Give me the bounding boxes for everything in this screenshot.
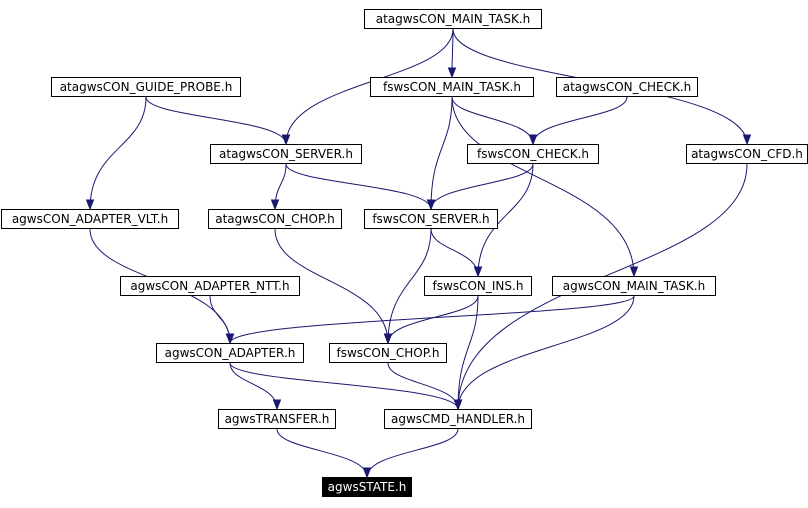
node-atagwscon-main-task[interactable]: atagwsCON_MAIN_TASK.h bbox=[364, 9, 542, 29]
edge-fswscon-server-to-fswscon-chop bbox=[387, 228, 432, 344]
arrowhead-fswscon-main-task-to-agwscon-main-task bbox=[629, 266, 639, 278]
edge-fswscon-main-task-to-fswscon-check bbox=[451, 96, 534, 145]
node-atagwscon-chop[interactable]: atagwsCON_CHOP.h bbox=[208, 209, 342, 229]
node-fswscon-check[interactable]: fswsCON_CHECK.h bbox=[467, 144, 599, 164]
node-agwscon-main-task[interactable]: agwsCON_MAIN_TASK.h bbox=[552, 276, 716, 296]
arrowhead-fswscon-chop-to-agwscmd-handler bbox=[453, 399, 463, 411]
edge-fswscon-ins-to-agwscmd-handler bbox=[457, 295, 479, 410]
node-fswscon-main-task[interactable]: fswsCON_MAIN_TASK.h bbox=[370, 77, 534, 97]
node-fswscon-ins[interactable]: fswsCON_INS.h bbox=[424, 276, 532, 296]
edge-fswscon-server-to-fswscon-ins bbox=[430, 228, 479, 277]
edge-atagwscon-guide-probe-to-atagwscon-server bbox=[145, 96, 287, 145]
edge-fswscon-check-to-fswscon-server bbox=[430, 163, 534, 210]
edge-atagwscon-server-to-fswscon-server bbox=[285, 163, 432, 210]
arrowhead-fswscon-check-to-fswscon-server bbox=[426, 199, 436, 211]
node-fswscon-chop[interactable]: fswsCON_CHOP.h bbox=[329, 343, 447, 363]
arrowhead-fswscon-ins-to-fswscon-chop bbox=[383, 333, 393, 345]
edge-atagwscon-main-task-to-atagwscon-server bbox=[285, 28, 454, 145]
edge-atagwscon-chop-to-fswscon-chop bbox=[274, 228, 389, 344]
edge-atagwscon-guide-probe-to-agwscon-adapter-vlt bbox=[89, 96, 147, 210]
edge-fswscon-chop-to-agwscmd-handler bbox=[387, 362, 459, 410]
arrowhead-atagwscon-main-task-to-fswscon-main-task bbox=[447, 67, 457, 79]
edge-agwscmd-handler-to-agwsstate bbox=[366, 428, 459, 478]
node-atagwscon-cfd[interactable]: atagwsCON_CFD.h bbox=[686, 144, 808, 164]
node-fswscon-server[interactable]: fswsCON_SERVER.h bbox=[364, 209, 498, 229]
edge-agwscon-adapter-to-agwscmd-handler bbox=[229, 362, 459, 410]
arrowhead-atagwscon-check-to-fswscon-check bbox=[528, 134, 538, 146]
node-agwscmd-handler[interactable]: agwsCMD_HANDLER.h bbox=[384, 409, 532, 429]
arrowhead-fswscon-server-to-fswscon-ins bbox=[473, 266, 483, 278]
node-agwstransfer[interactable]: agwsTRANSFER.h bbox=[218, 409, 336, 429]
arrowhead-agwscon-adapter-to-agwstransfer bbox=[272, 399, 282, 411]
edge-agwscon-main-task-to-agwscmd-handler bbox=[457, 295, 635, 410]
node-agwscon-adapter[interactable]: agwsCON_ADAPTER.h bbox=[156, 343, 304, 363]
arrowhead-atagwscon-guide-probe-to-agwscon-adapter-vlt bbox=[85, 199, 95, 211]
arrowhead-atagwscon-server-to-atagwscon-chop bbox=[270, 199, 280, 211]
edge-agwstransfer-to-agwsstate bbox=[276, 428, 368, 478]
edge-agwscon-main-task-to-agwscon-adapter bbox=[229, 295, 635, 344]
arrowhead-agwscmd-handler-to-agwsstate bbox=[362, 467, 372, 479]
edge-fswscon-check-to-fswscon-ins bbox=[477, 163, 534, 277]
node-atagwscon-check[interactable]: atagwsCON_CHECK.h bbox=[556, 77, 698, 97]
node-agwscon-adapter-vlt[interactable]: agwsCON_ADAPTER_VLT.h bbox=[1, 209, 179, 229]
node-atagwscon-guide-probe[interactable]: atagwsCON_GUIDE_PROBE.h bbox=[51, 77, 241, 97]
node-agwscon-adapter-ntt[interactable]: agwsCON_ADAPTER_NTT.h bbox=[120, 276, 300, 296]
arrowhead-atagwscon-main-task-to-atagwscon-cfd bbox=[742, 134, 752, 146]
arrowhead-agwscon-main-task-to-agwscon-adapter bbox=[225, 333, 235, 345]
edge-fswscon-main-task-to-agwscon-main-task bbox=[451, 96, 635, 277]
node-agwsstate-root: agwsSTATE.h bbox=[322, 477, 412, 497]
edge-fswscon-main-task-to-fswscon-server bbox=[430, 96, 453, 210]
arrowhead-atagwscon-guide-probe-to-atagwscon-server bbox=[281, 134, 291, 146]
edge-atagwscon-check-to-fswscon-check bbox=[532, 96, 628, 145]
node-atagwscon-server[interactable]: atagwsCON_SERVER.h bbox=[210, 144, 362, 164]
edge-agwscon-adapter-to-agwstransfer bbox=[229, 362, 278, 410]
